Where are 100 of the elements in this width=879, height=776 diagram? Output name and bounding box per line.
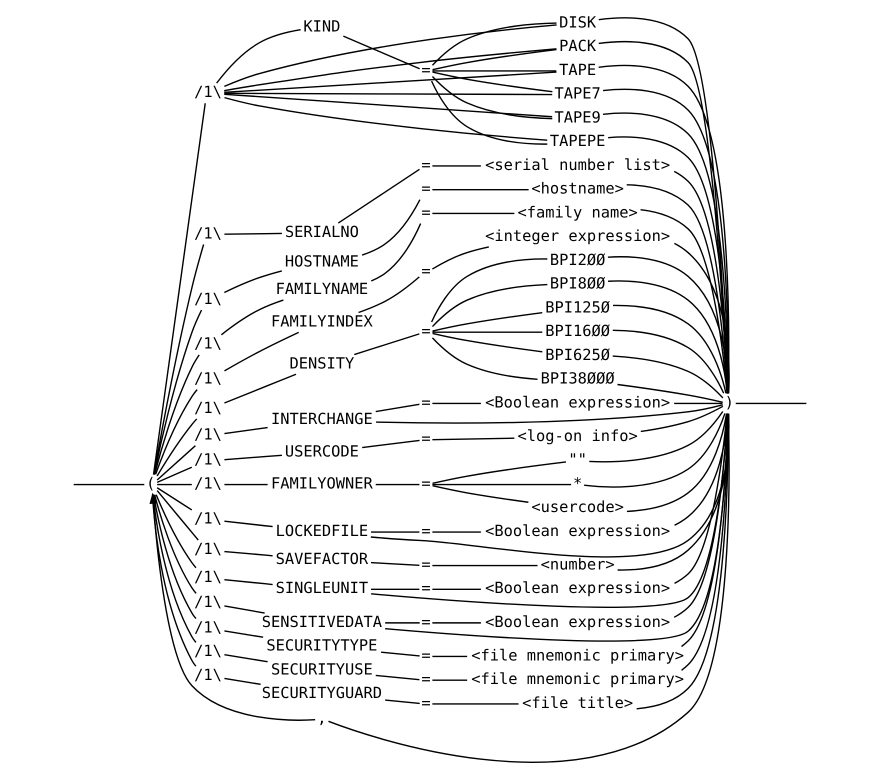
- connector: [224, 654, 268, 662]
- connector: [220, 299, 284, 336]
- connector: [376, 404, 722, 424]
- connector: [432, 70, 556, 72]
- connector: [384, 622, 420, 624]
- node-text: /1\: [194, 370, 222, 388]
- connector: [735, 402, 806, 404]
- node-text: =: [420, 203, 430, 222]
- node-text: /1\: [194, 334, 222, 353]
- node-text: <Boolean expression>: [484, 612, 670, 631]
- node-text: =: [420, 579, 430, 598]
- connector: [674, 402, 722, 404]
- connector: [224, 454, 282, 460]
- connector: [224, 550, 272, 556]
- connector: [156, 490, 198, 541]
- connector: [224, 630, 263, 638]
- node-text: BPI38ØØØ: [540, 370, 614, 388]
- node-text: /1\: [194, 290, 222, 308]
- connector: [432, 212, 514, 214]
- node-text: /1\: [194, 568, 222, 586]
- connector: [612, 355, 723, 398]
- connector: [432, 679, 467, 681]
- connector: [432, 656, 467, 658]
- connector: [152, 103, 206, 475]
- connector: [432, 461, 566, 484]
- node-text: /1\: [194, 618, 222, 636]
- node-text: /1\: [194, 474, 222, 492]
- connector: [431, 76, 552, 120]
- connector: [640, 406, 723, 432]
- connector: [430, 80, 547, 145]
- connector: [432, 531, 480, 533]
- node-text: =: [420, 180, 430, 198]
- connector: [432, 246, 488, 270]
- node-text: ): [724, 393, 734, 412]
- node-text: <serial number list>: [484, 156, 670, 174]
- node-text: =: [420, 60, 430, 79]
- connector: [432, 312, 542, 332]
- node-text: /1\: [194, 666, 222, 684]
- node-text: <number>: [540, 555, 614, 574]
- connector: [626, 414, 727, 512]
- node-text: SERIALNO: [284, 222, 358, 241]
- connector: [224, 48, 556, 92]
- connector: [432, 188, 528, 190]
- node-text: /1\: [194, 593, 222, 612]
- node-text: SECURITYTYPE: [266, 636, 377, 655]
- connector: [432, 48, 556, 70]
- node-text: /1\: [194, 224, 222, 242]
- node-text: BPI125Ø: [544, 298, 610, 316]
- connector: [224, 426, 268, 434]
- node-text: =: [420, 646, 430, 664]
- connector: [155, 494, 196, 568]
- connector: [607, 256, 728, 394]
- node-text: "": [568, 450, 586, 469]
- node-text: INTERCHANGE: [270, 410, 372, 428]
- connector: [370, 588, 419, 590]
- connector: [431, 22, 556, 66]
- node-text: <Boolean expression>: [484, 579, 670, 598]
- node-text: <log-on info>: [517, 426, 638, 445]
- connector: [673, 413, 728, 618]
- node-text: HOSTNAME: [284, 252, 358, 270]
- connector: [380, 652, 420, 657]
- node-text: DENSITY: [289, 354, 354, 372]
- node-text: <family name>: [517, 203, 638, 222]
- node-text: SAVEFACTOR: [275, 550, 368, 568]
- connector: [370, 413, 728, 608]
- connector: [432, 332, 542, 352]
- node-text: BPI16ØØ: [544, 322, 610, 340]
- node-text: *: [572, 474, 582, 492]
- connector: [432, 564, 538, 566]
- connector: [432, 622, 480, 624]
- connector: [354, 333, 420, 356]
- connector: [432, 402, 480, 404]
- connector: [370, 562, 419, 566]
- connector: [156, 487, 192, 511]
- connector: [156, 445, 196, 481]
- node-text: =: [420, 555, 430, 574]
- connector: [362, 440, 420, 448]
- node-text: /1\: [194, 450, 222, 469]
- node-text: =: [420, 393, 430, 412]
- connector: [432, 484, 571, 486]
- connector: [432, 588, 480, 590]
- node-text: =: [420, 430, 430, 448]
- node-text: TAPE7: [554, 84, 600, 103]
- connector: [612, 330, 724, 394]
- node-text: =: [420, 474, 430, 492]
- connector: [588, 411, 723, 462]
- connector: [361, 199, 420, 256]
- connector: [430, 258, 547, 322]
- node-text: TAPEPE: [549, 132, 605, 150]
- node-text: <Boolean expression>: [484, 393, 670, 412]
- node-text: SECURITYGUARD: [261, 684, 382, 702]
- node-text: BPI625Ø: [544, 346, 610, 364]
- node-text: <integer expression>: [484, 227, 670, 246]
- connector: [154, 389, 198, 474]
- connector: [431, 337, 538, 380]
- connector: [337, 168, 420, 224]
- connector: [626, 184, 728, 394]
- connector: [617, 414, 730, 571]
- connector: [224, 374, 296, 404]
- connector: [384, 413, 728, 642]
